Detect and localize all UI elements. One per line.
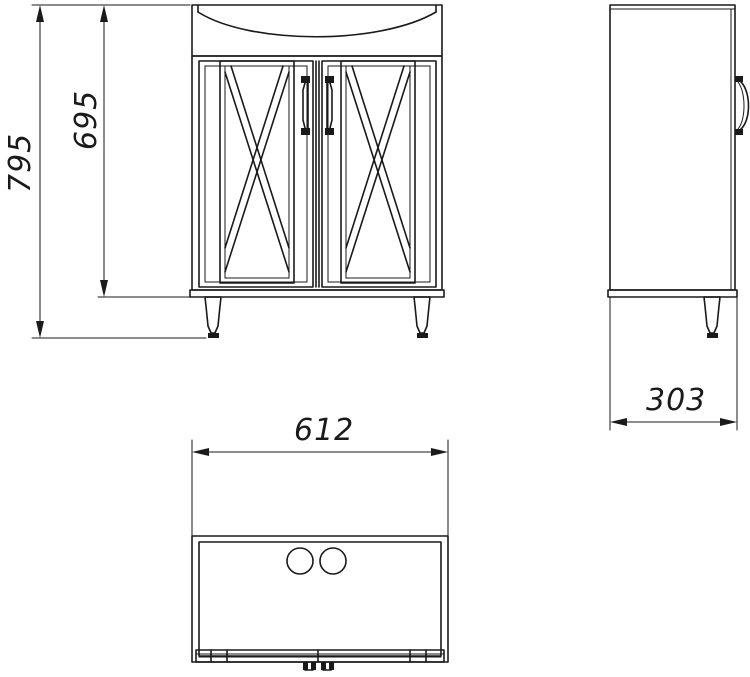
front-plinth (189, 289, 445, 298)
front-left-handle-icon (301, 76, 310, 135)
width-label: 612 (294, 413, 354, 448)
front-left-leg-icon (204, 296, 222, 338)
pipe-hole-left-icon (286, 547, 314, 575)
top-handles-icon (303, 662, 334, 671)
depth-label: 303 (646, 383, 706, 418)
depth-dimension: 303 (609, 296, 738, 431)
total-height-dimension: 795 (3, 4, 207, 339)
front-view (189, 4, 445, 338)
front-right-handle-icon (325, 76, 334, 135)
front-basin-curve (197, 11, 437, 38)
pipe-hole-right-icon (319, 547, 347, 575)
body-height-label: 695 (69, 90, 104, 150)
front-left-door (198, 60, 314, 288)
side-cabinet-body (609, 4, 736, 291)
side-view (607, 4, 750, 338)
width-dimension: 612 (191, 413, 449, 537)
body-height-dimension: 695 (69, 4, 191, 298)
front-right-door (321, 60, 437, 288)
side-handle-icon (735, 76, 750, 135)
front-basin-top (191, 4, 443, 57)
top-view (191, 535, 449, 671)
side-leg-icon (703, 296, 721, 338)
front-right-leg-icon (413, 296, 431, 338)
top-cabinet-outline (191, 535, 449, 663)
total-height-label: 795 (3, 133, 38, 193)
